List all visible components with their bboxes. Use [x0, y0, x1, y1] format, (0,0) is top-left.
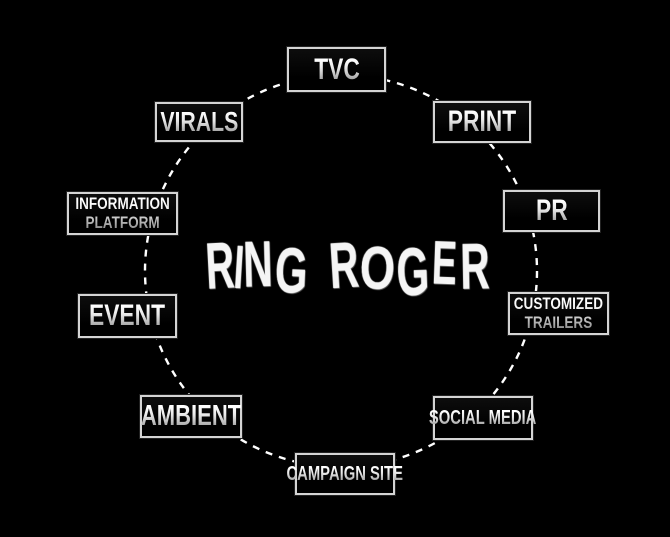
- node-box-print: PRINT: [433, 101, 531, 143]
- node-box-event: EVENT: [78, 294, 177, 338]
- node-label-virals: VIRALS: [159, 106, 239, 138]
- title-letter: R: [327, 227, 361, 303]
- node-box-campaign-site: CAMPAIGN SITE: [295, 453, 395, 495]
- title-letter: O: [359, 233, 397, 303]
- node-box-social-media: SOCIAL MEDIA: [433, 396, 533, 440]
- title-letter: N: [242, 227, 274, 301]
- node-box-pr: PR: [503, 190, 600, 232]
- center-title: R I N G R O G E R: [203, 226, 491, 310]
- node-box-tvc: TVC: [287, 47, 386, 92]
- node-label-campaign-site: CAMPAIGN SITE: [286, 462, 404, 485]
- node-label-social-media: SOCIAL MEDIA: [429, 406, 537, 429]
- node-label-pr: PR: [535, 194, 568, 228]
- title-letter: R: [459, 229, 491, 303]
- node-label-ambient: AMBIENT: [140, 400, 242, 433]
- node-label-tvc: TVC: [313, 52, 360, 86]
- node-label-print: PRINT: [447, 105, 517, 139]
- node-label-event: EVENT: [89, 299, 166, 333]
- title-letter: G: [273, 234, 310, 307]
- node-box-ambient: AMBIENT: [140, 395, 242, 438]
- title-letter: G: [395, 233, 431, 311]
- title-letter: E: [431, 228, 459, 298]
- title-letter: R: [203, 227, 237, 303]
- node-box-virals: VIRALS: [155, 102, 243, 142]
